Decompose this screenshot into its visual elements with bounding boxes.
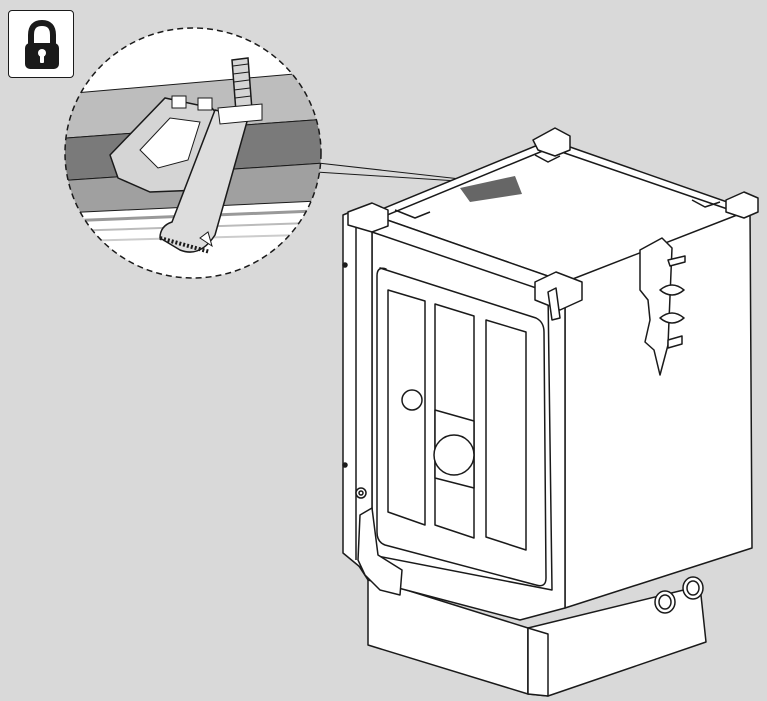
lock-badge <box>8 10 74 78</box>
door-window-3 <box>485 319 527 551</box>
corner-clip-front <box>534 271 583 311</box>
dishwasher-body <box>342 127 759 697</box>
detail-magnifier <box>64 27 322 279</box>
water-connectors <box>654 576 704 614</box>
corner-clip-right <box>725 191 759 219</box>
corner-clip-top <box>532 127 571 157</box>
door-knob-small <box>401 389 423 411</box>
side-bracket <box>639 237 686 376</box>
door-knob-large <box>433 434 475 476</box>
mounting-point <box>460 176 522 202</box>
detail-outline <box>64 27 322 279</box>
corner-clip-left <box>347 202 389 233</box>
padlock-icon <box>25 19 59 69</box>
lower-bracket <box>357 507 403 596</box>
